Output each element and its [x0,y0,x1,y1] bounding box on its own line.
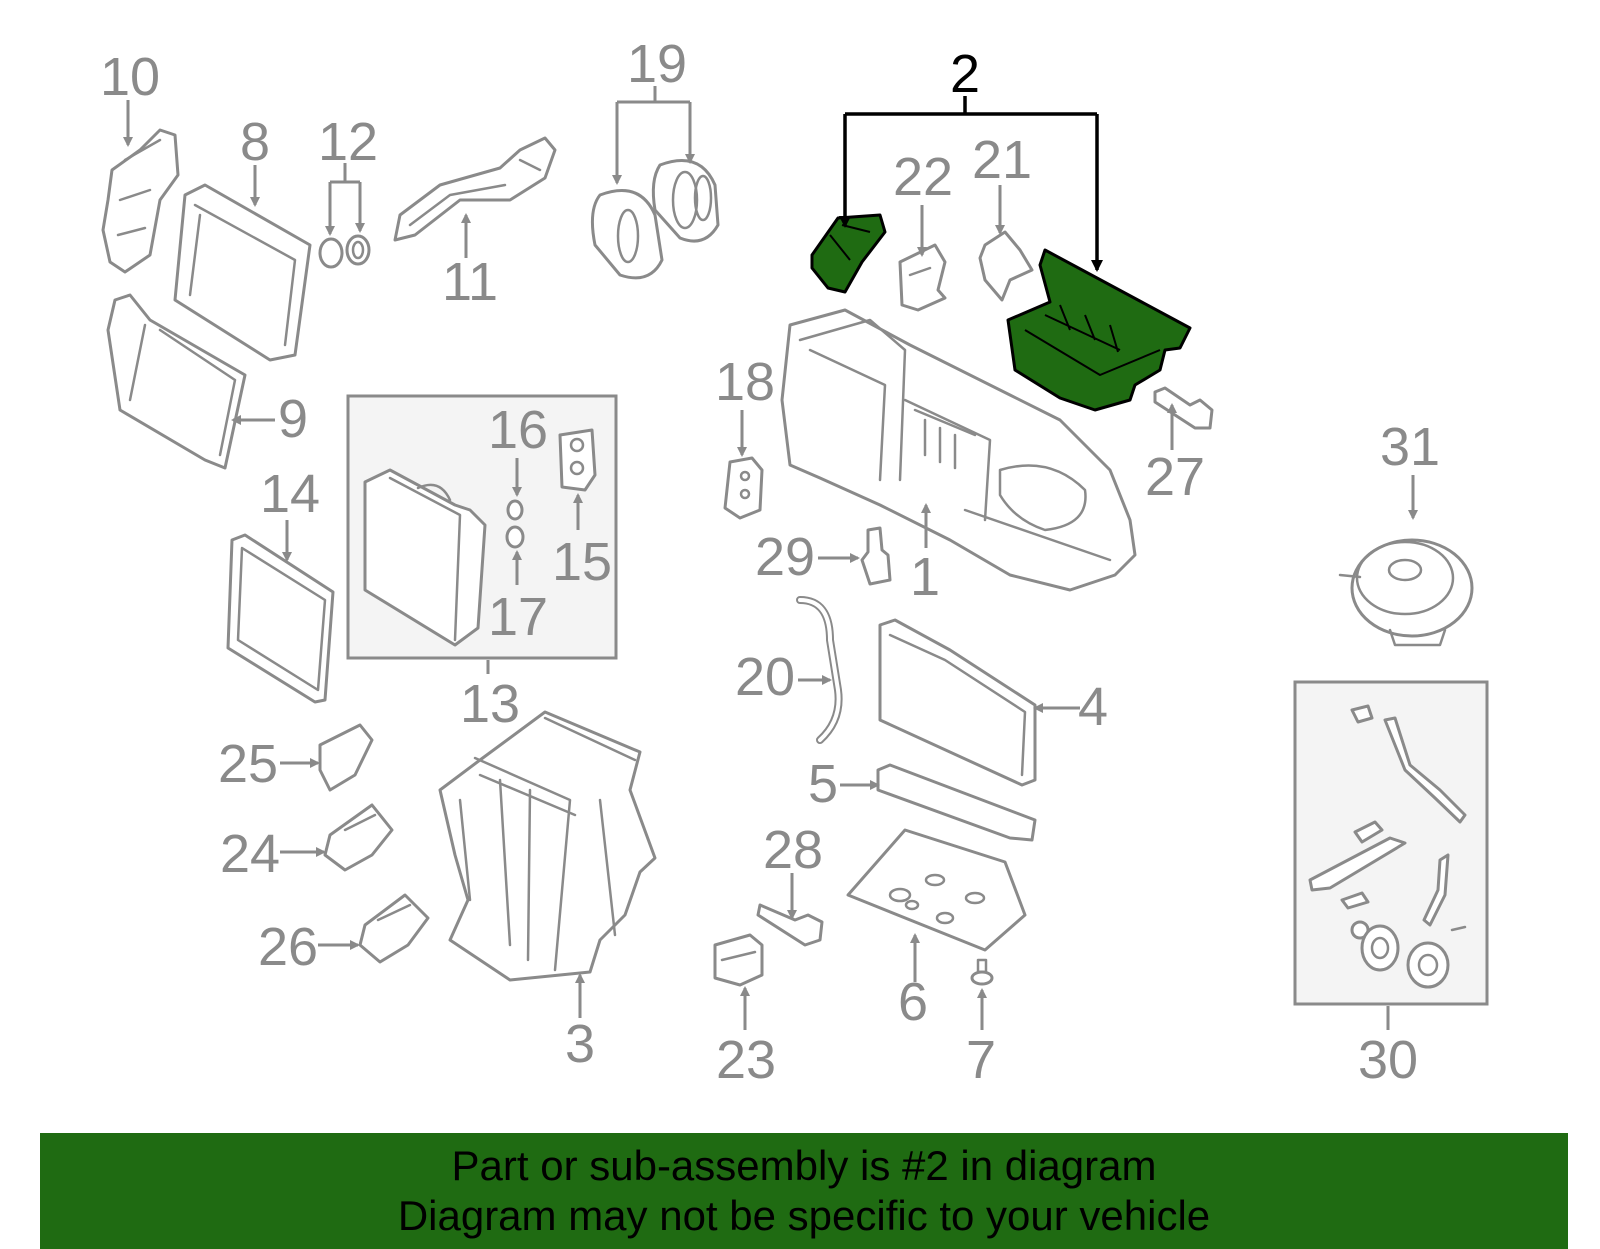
part-31-blower-motor[interactable] [1338,538,1474,647]
part-22-actuator[interactable] [898,243,947,312]
callout-18: 18 [715,352,775,412]
part-7-clip[interactable] [970,958,994,986]
part-3-lower-housing[interactable] [438,710,657,982]
part-16-o-ring[interactable] [506,499,524,521]
part-10-bracket[interactable] [101,128,180,274]
callout-26: 26 [258,917,318,977]
part-9-heater-core[interactable] [106,293,247,470]
part-26-actuator[interactable] [358,893,430,964]
group-30-linkage-kit [1293,680,1489,1006]
part-29-drain[interactable] [860,526,892,586]
callout-22: 22 [893,147,953,207]
callout-21: 21 [972,130,1032,190]
part-19-seals[interactable] [590,159,720,280]
callout-16: 16 [488,400,548,460]
callout-31: 31 [1380,417,1440,477]
part-12-o-rings[interactable] [318,234,371,269]
callout-29: 29 [755,527,815,587]
callout-25: 25 [218,734,278,794]
part-24-actuator[interactable] [323,803,394,872]
part-2-blower-housing-right[interactable] [1006,248,1192,412]
callout-19: 19 [627,34,687,94]
callout-14: 14 [260,464,320,524]
part-6-tray[interactable] [846,828,1027,952]
part-15-valve[interactable] [558,428,597,492]
part-11-ac-line[interactable] [393,136,557,242]
callout-3: 3 [565,1014,595,1074]
callout-17: 17 [488,587,548,647]
banner-line-2: Diagram may not be specific to your vehi… [397,1192,1211,1239]
part-8-evaporator[interactable] [173,183,312,362]
part-2-blower-housing-left[interactable] [810,213,887,294]
part-21-actuator[interactable] [978,230,1034,302]
callout-4: 4 [1078,677,1108,737]
part-5-seal-strip[interactable] [876,763,1037,842]
callout-24: 24 [220,824,280,884]
part-13-block[interactable] [363,468,487,647]
callout-6: 6 [898,972,928,1032]
part-4-cabin-filter[interactable] [878,618,1037,787]
callout-numbers: 10 8 12 11 19 2 22 21 9 18 16 15 17 14 1… [100,34,1440,1090]
callout-12: 12 [318,112,378,172]
part-27-sensor[interactable] [1153,386,1214,430]
callout-5: 5 [808,754,838,814]
part-14-filter-frame[interactable] [226,533,335,704]
callout-7: 7 [966,1030,996,1090]
part-17-o-ring[interactable] [505,525,525,549]
leader-lines [123,86,1418,1030]
callout-23: 23 [716,1030,776,1090]
leader-2-bracket [839,96,1103,272]
callout-11: 11 [442,252,498,312]
part-25-actuator[interactable] [318,723,374,792]
callout-10: 10 [100,47,160,107]
callout-15: 15 [552,532,612,592]
callout-27: 27 [1145,447,1205,507]
part-1-hvac-housing[interactable] [780,308,1137,592]
part-30-linkages[interactable] [1308,704,1467,989]
part-20-hose[interactable] [796,596,843,744]
part-23-resistor[interactable] [713,933,764,987]
callout-2: 2 [950,44,980,104]
banner-line-1: Part or sub-assembly is #2 in diagram [451,1142,1157,1189]
part-18-switch[interactable] [723,456,764,520]
notice-banner: Part or sub-assembly is #2 in diagram Di… [40,1133,1568,1249]
part-28-sensor[interactable] [756,903,824,947]
callout-30: 30 [1358,1030,1418,1090]
callout-9: 9 [278,389,308,449]
callout-28: 28 [763,820,823,880]
callout-1: 1 [910,547,940,607]
callout-13: 13 [460,674,520,734]
group-13-expansion-valve-kit [346,394,618,660]
callout-8: 8 [240,112,270,172]
callout-20: 20 [735,647,795,707]
